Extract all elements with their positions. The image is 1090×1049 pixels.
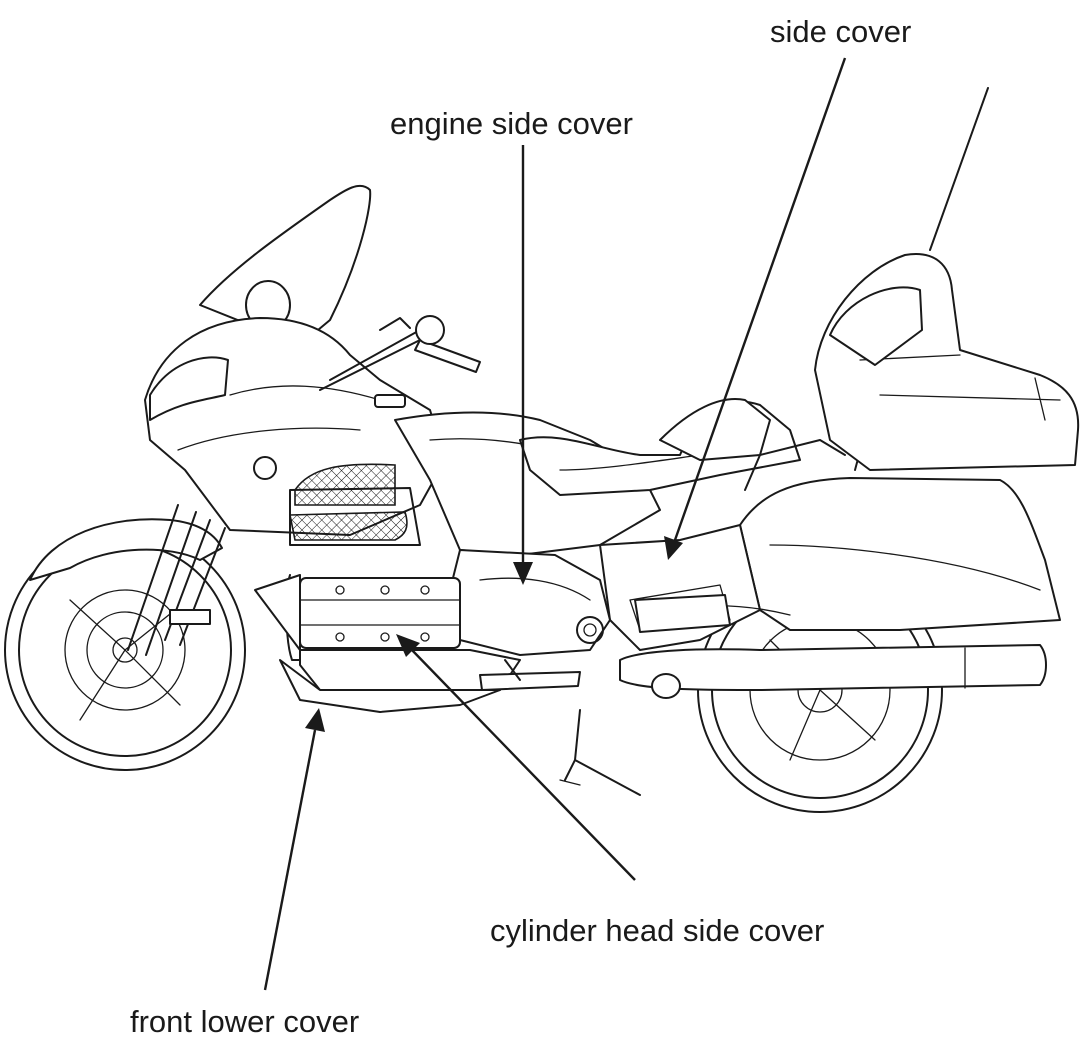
arrow-side-cover: [664, 536, 683, 560]
leader-cylinder-head-side-cover: [409, 647, 636, 881]
label-cylinder-head-side-cover: cylinder head side cover: [490, 913, 825, 948]
leader-lines: [263, 57, 847, 991]
saddlebag: [724, 477, 1061, 631]
cylinder-head-side-cover-part: [285, 574, 461, 661]
front-lower-cover-part: [254, 574, 521, 713]
top-box: [814, 87, 1080, 471]
label-front-lower-cover: front lower cover: [130, 1004, 360, 1039]
label-engine-side-cover: engine side cover: [390, 106, 633, 141]
arrow-front-lower-cover: [305, 708, 325, 732]
arrow-engine-side-cover: [513, 562, 533, 585]
leader-front-lower-cover: [263, 729, 317, 991]
front-fork: [127, 504, 226, 656]
label-side-cover: side cover: [770, 14, 912, 49]
arrow-cylinder-head-side-cover: [396, 634, 420, 657]
leader-side-cover: [673, 57, 847, 541]
handlebar: [319, 315, 481, 408]
exhaust: [619, 644, 1047, 699]
front-fender: [29, 518, 223, 581]
front-fairing: [144, 184, 446, 546]
footpegs-and-stand: [479, 594, 731, 796]
